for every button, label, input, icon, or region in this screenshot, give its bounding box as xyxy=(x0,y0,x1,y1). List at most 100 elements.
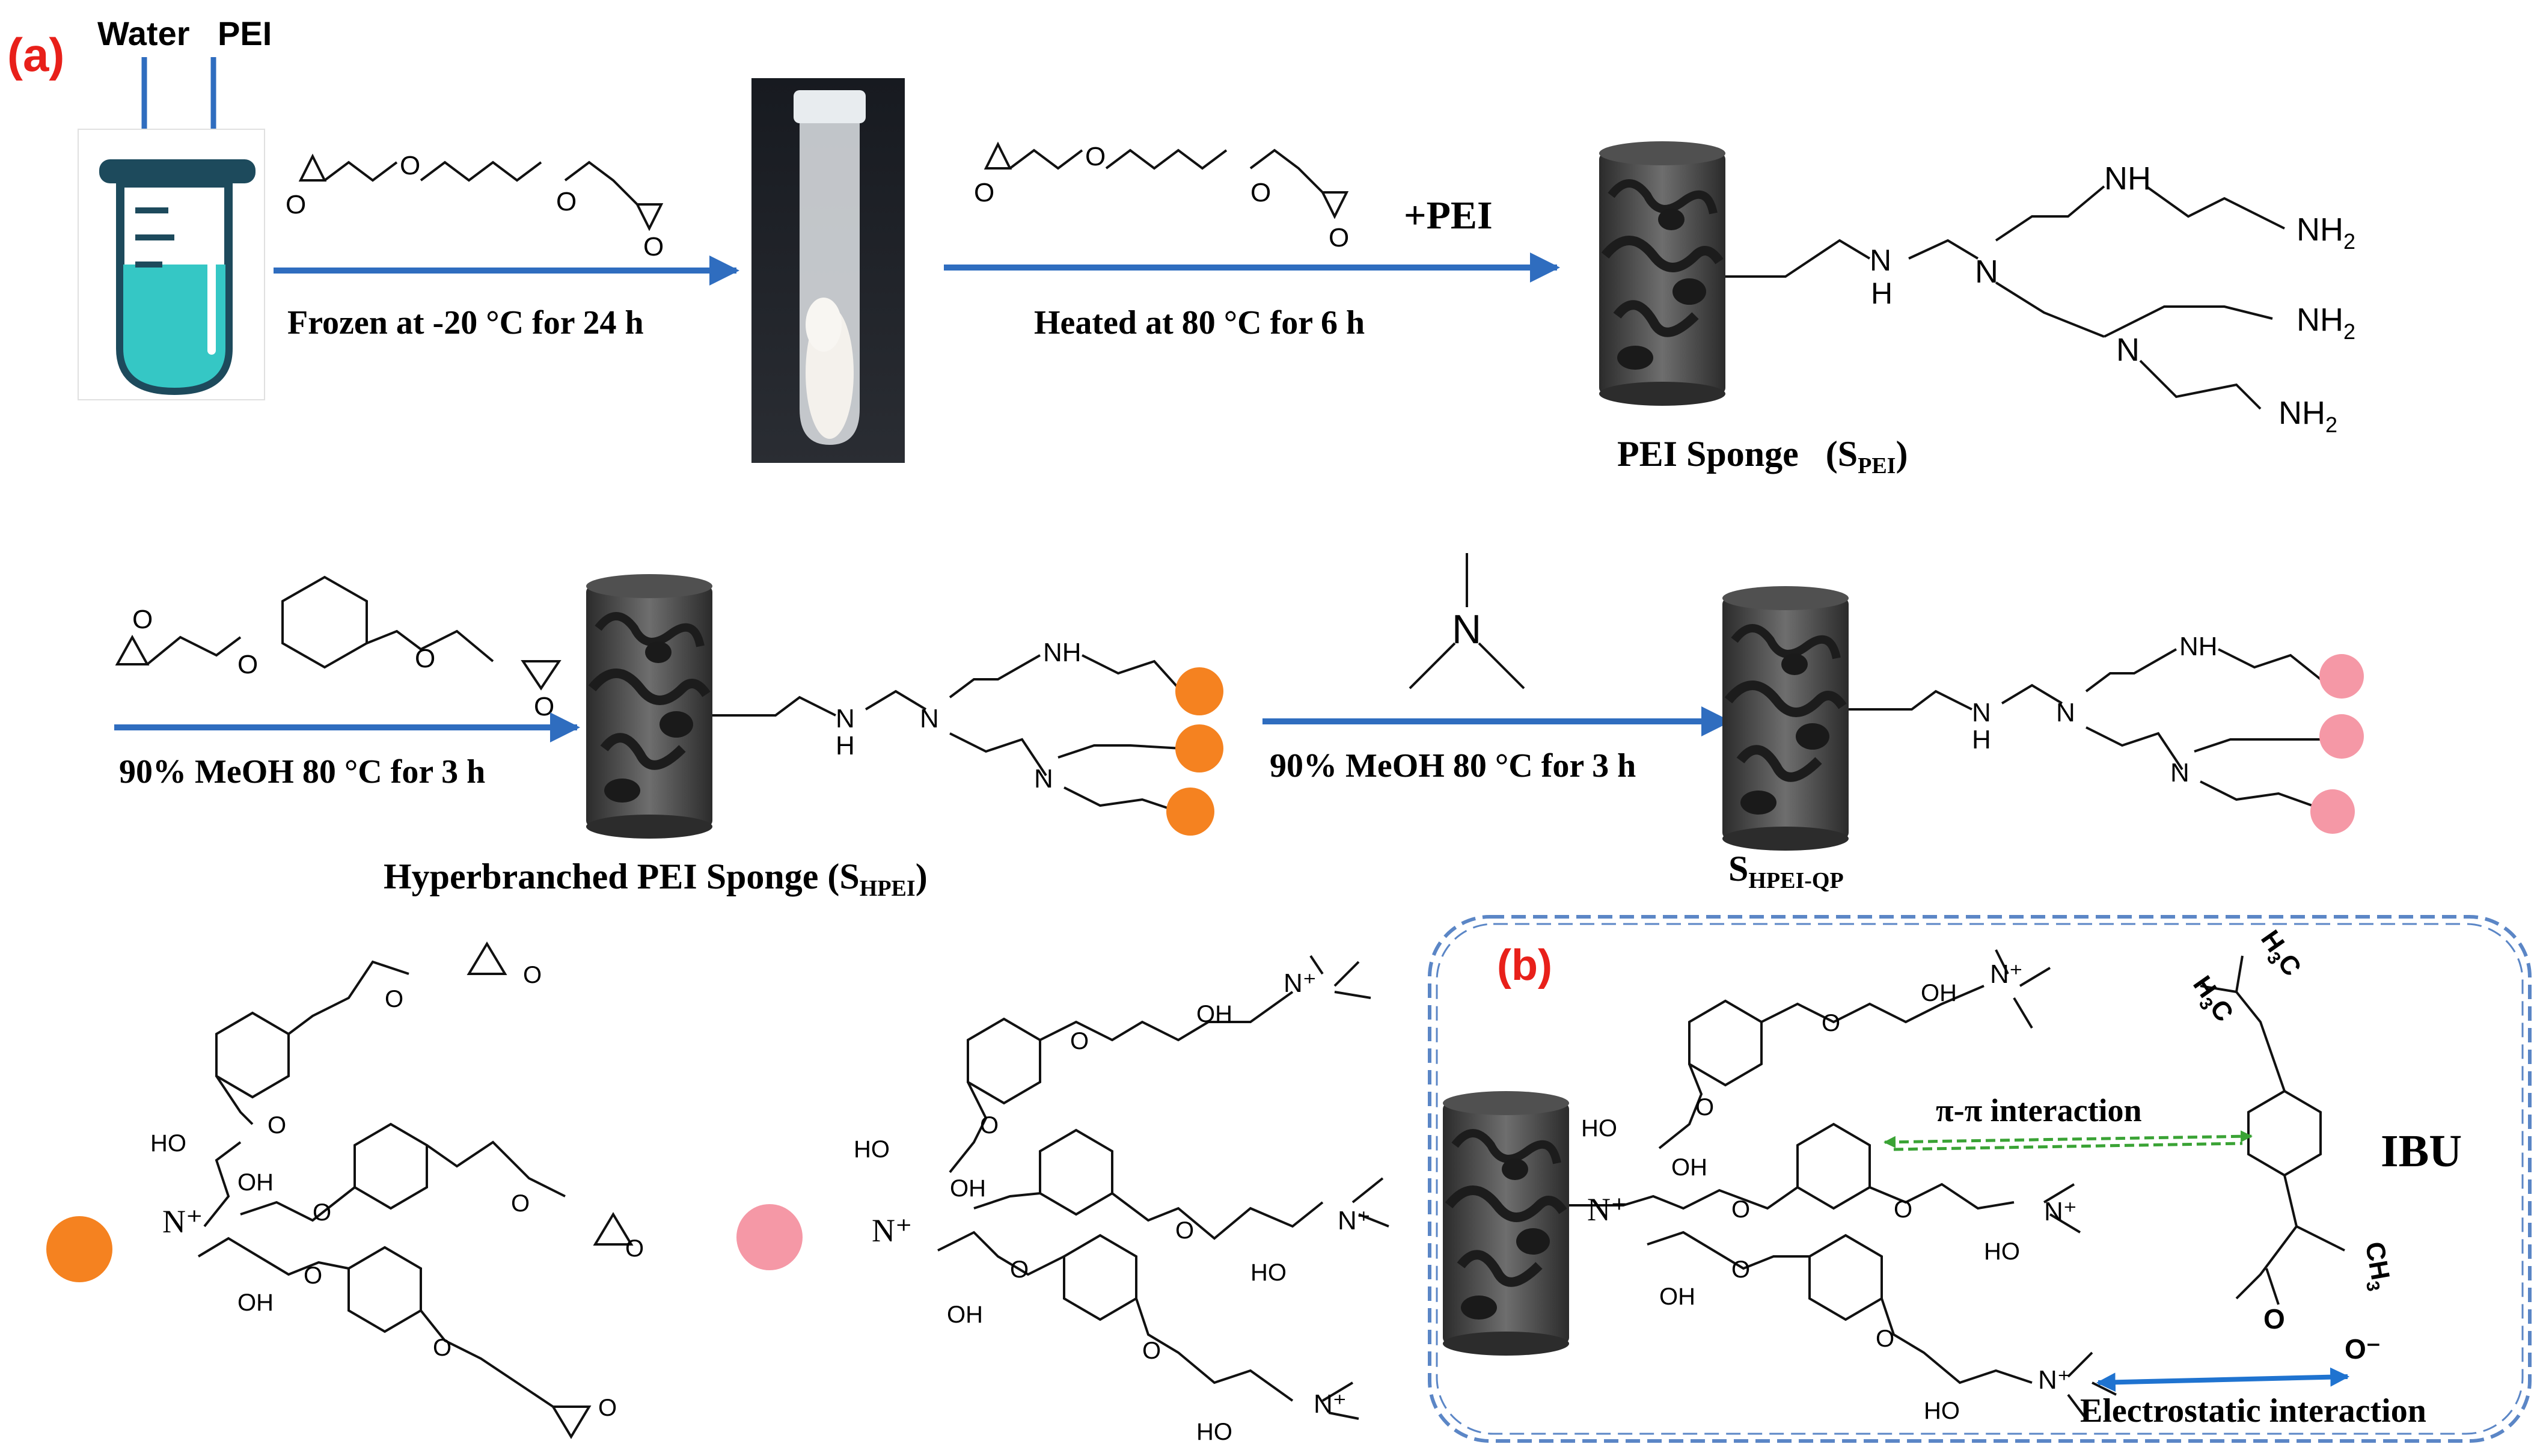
orange-bead-icon xyxy=(1175,724,1223,772)
atom-o: O xyxy=(1731,1196,1750,1223)
electrostatic-label: Electrostatic interaction xyxy=(2080,1392,2426,1430)
orange-bead-structure xyxy=(197,941,634,1439)
atom-nh: NH xyxy=(2104,161,2151,197)
atom-ho: HO xyxy=(1250,1259,1287,1286)
crosslinker-structure-2 xyxy=(984,141,1349,219)
pei-branch-structure xyxy=(1725,185,2285,410)
atom-h3c-top: H3C xyxy=(2251,925,2307,984)
atom-o: O xyxy=(556,187,577,216)
atom-nh: N xyxy=(1870,243,1891,277)
atom-o: O xyxy=(385,986,403,1012)
atom-o: O xyxy=(433,1335,451,1361)
pei-sponge-image xyxy=(1599,141,1725,406)
atom-n-plus: N⁺ xyxy=(1338,1206,1371,1235)
panel-b-box-inner xyxy=(1436,923,2524,1435)
pink-bead-icon xyxy=(2310,789,2355,834)
atom-nh: NH xyxy=(1043,638,1082,667)
atom-o: O xyxy=(313,1199,331,1226)
atom-n-plus: N⁺ xyxy=(2044,1197,2077,1226)
atom-oh: OH xyxy=(1921,980,1957,1006)
panel-label-a: (a) xyxy=(7,28,64,81)
pink-bead-icon xyxy=(2319,714,2364,759)
atom-oh: OH xyxy=(237,1289,274,1316)
hpei-sponge-image xyxy=(586,574,712,839)
pei-sponge-label: PEI Sponge (SPEI) xyxy=(1617,434,1908,479)
atom-n-plus: N⁺ xyxy=(1990,959,2023,989)
atom-ho: HO xyxy=(1984,1238,2020,1265)
step-label-heated: Heated at 80 °C for 6 h xyxy=(1034,304,1365,341)
step-label-methanol-1: 90% MeOH 80 °C for 3 h xyxy=(119,753,485,791)
atom-ho: HO xyxy=(1581,1115,1617,1142)
atom-o: O xyxy=(1822,1010,1840,1036)
orange-bead-icon xyxy=(1175,667,1223,715)
atom-nh2: NH2 xyxy=(2278,395,2337,437)
atom-o: O xyxy=(534,692,554,721)
atom-o: O xyxy=(1175,1217,1194,1244)
atom-ch3: CH3 xyxy=(2355,1240,2397,1293)
atom-oh: OH xyxy=(1196,1001,1232,1027)
atom-o: O xyxy=(1876,1326,1894,1352)
atom-n: N xyxy=(1975,254,1998,290)
atom-ho: HO xyxy=(1924,1398,1960,1424)
atom-h: H xyxy=(1972,725,1991,754)
panel-label-b: (b) xyxy=(1497,941,1552,990)
atom-o: O xyxy=(1250,178,1271,207)
atom-n-plus: N⁺ xyxy=(162,1204,203,1240)
atom-n-plus: N⁺ xyxy=(872,1213,913,1249)
ibu-label: IBU xyxy=(2381,1126,2462,1176)
atom-h: H xyxy=(1871,277,1893,310)
atom-o: O xyxy=(415,644,435,673)
atom-oh: OH xyxy=(950,1175,986,1202)
water-label: Water xyxy=(97,14,190,52)
qp-sponge-panel-b-image xyxy=(1443,1091,1569,1356)
electrostatic-arrow xyxy=(2096,1367,2350,1392)
panel-b-box xyxy=(1428,915,2532,1443)
atom-o: O xyxy=(1085,142,1106,171)
atom-o: O xyxy=(1894,1196,1912,1223)
atom-o: O xyxy=(523,962,542,988)
atom-oh: OH xyxy=(1659,1283,1695,1310)
atom-o: O xyxy=(132,605,153,634)
atom-o: O xyxy=(1070,1028,1089,1054)
atom-o: O xyxy=(286,190,306,219)
trimethylamine-structure xyxy=(1409,553,1525,690)
atom-n: N xyxy=(2116,332,2140,368)
atom-oh: OH xyxy=(237,1169,274,1196)
panel-b-structure xyxy=(1569,949,2345,1420)
atom-ho: HO xyxy=(1196,1419,1232,1445)
pi-pi-arrow-line xyxy=(1893,1142,2243,1151)
atom-o: O xyxy=(268,1112,286,1139)
hpei-branch-structure xyxy=(712,654,1183,813)
atom-n-plus: N⁺ xyxy=(1284,968,1317,998)
atom-o: O xyxy=(980,1112,999,1139)
atom-o: O xyxy=(625,1235,644,1262)
atom-n-plus: N⁺ xyxy=(1314,1389,1347,1419)
test-tube-icon xyxy=(78,129,265,400)
atom-nh: NH xyxy=(2179,632,2218,661)
crosslinker-structure-1 xyxy=(298,153,664,231)
plus-pei-label: +PEI xyxy=(1404,194,1493,237)
step-label-methanol-2: 90% MeOH 80 °C for 3 h xyxy=(1270,747,1636,785)
atom-o: O xyxy=(643,232,664,262)
pink-bead-structure xyxy=(937,955,1389,1420)
atom-o: O xyxy=(1731,1256,1750,1283)
pink-bead-legend-icon xyxy=(736,1204,803,1270)
atom-o: O xyxy=(1329,223,1349,252)
atom-o-minus: O⁻ xyxy=(2345,1333,2381,1365)
atom-nh: N xyxy=(1972,698,1991,727)
atom-o: O xyxy=(974,178,994,207)
atom-ho: HO xyxy=(854,1136,890,1163)
atom-n-plus: N⁺ xyxy=(2038,1365,2071,1395)
atom-o: O xyxy=(511,1190,530,1217)
pi-pi-label: π-π interaction xyxy=(1936,1092,2142,1128)
atom-o: O xyxy=(2263,1303,2285,1335)
atom-oh: OH xyxy=(947,1302,983,1328)
atom-n-plus: N⁺ xyxy=(1587,1191,1628,1228)
atom-o: O xyxy=(1010,1256,1029,1283)
atom-n: N xyxy=(2170,758,2190,788)
atom-o: O xyxy=(400,151,420,180)
qp-branch-structure xyxy=(1849,648,2322,810)
atom-o: O xyxy=(304,1262,322,1289)
atom-n: N xyxy=(920,704,939,733)
